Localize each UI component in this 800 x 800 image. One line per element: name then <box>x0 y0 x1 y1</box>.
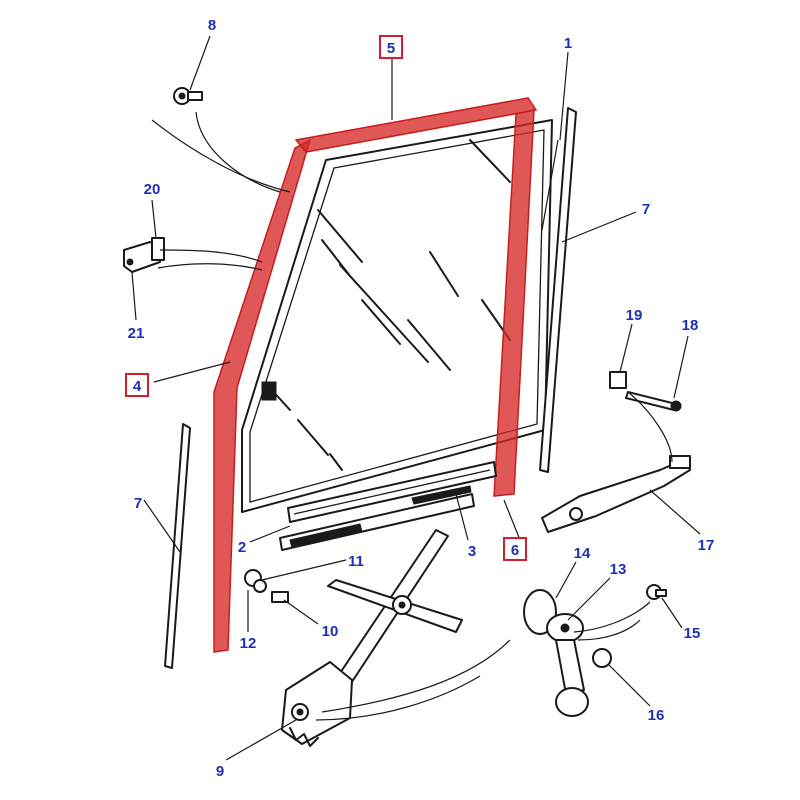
callout-10: 10 <box>322 623 339 640</box>
svg-text:10: 10 <box>322 623 339 640</box>
callout-18: 18 <box>682 317 699 334</box>
svg-text:15: 15 <box>684 625 701 642</box>
frame-seal-top <box>294 97 538 153</box>
rear-glass-channel <box>539 107 577 473</box>
svg-text:17: 17 <box>698 537 715 554</box>
callout-5-highlighted: 5 <box>379 35 403 59</box>
callout-16: 16 <box>648 707 665 724</box>
callout-6-highlighted: 6 <box>503 537 527 561</box>
winder-handle <box>523 584 667 717</box>
callout-9: 9 <box>216 763 224 780</box>
callout-15: 15 <box>684 625 701 642</box>
svg-text:2: 2 <box>238 539 246 556</box>
svg-text:9: 9 <box>216 763 224 780</box>
leader-lines <box>131 35 701 761</box>
svg-text:20: 20 <box>144 181 161 198</box>
window-regulator <box>281 529 463 747</box>
callout-14: 14 <box>574 545 591 562</box>
callout-2: 2 <box>238 539 246 556</box>
svg-text:14: 14 <box>574 545 591 562</box>
svg-text:5: 5 <box>387 40 395 57</box>
svg-text:13: 13 <box>610 561 627 578</box>
svg-text:16: 16 <box>648 707 665 724</box>
frame-seal-rear <box>493 109 535 497</box>
callout-labels: 1 2 3 4 5 6 7 7 8 9 <box>125 17 715 780</box>
callout-4-highlighted: 4 <box>125 373 149 397</box>
svg-text:3: 3 <box>468 543 476 560</box>
callout-20: 20 <box>144 181 161 198</box>
callout-12: 12 <box>240 635 257 652</box>
callout-8: 8 <box>208 17 216 34</box>
regulator-fixings <box>244 569 289 603</box>
callout-21: 21 <box>128 325 145 342</box>
fixing-screw <box>173 87 203 105</box>
callout-3: 3 <box>468 543 476 560</box>
svg-text:7: 7 <box>134 495 142 512</box>
callout-11: 11 <box>348 553 364 570</box>
callout-7-front: 7 <box>134 495 142 512</box>
door-pull-bracket <box>541 371 691 533</box>
callout-1: 1 <box>564 35 572 52</box>
callout-13: 13 <box>610 561 627 578</box>
callout-19: 19 <box>626 307 643 324</box>
svg-text:8: 8 <box>208 17 216 34</box>
door-glass <box>241 119 553 513</box>
front-glass-channel <box>164 423 191 669</box>
svg-text:6: 6 <box>511 542 519 559</box>
callout-17: 17 <box>698 537 715 554</box>
svg-text:11: 11 <box>348 553 364 570</box>
svg-text:18: 18 <box>682 317 699 334</box>
svg-text:21: 21 <box>128 325 145 342</box>
callout-7-rear: 7 <box>642 201 650 218</box>
svg-text:7: 7 <box>642 201 650 218</box>
svg-text:19: 19 <box>626 307 643 324</box>
lower-glass-channel <box>279 461 497 551</box>
retaining-clip <box>123 237 165 273</box>
svg-text:12: 12 <box>240 635 257 652</box>
svg-text:4: 4 <box>133 378 142 395</box>
svg-text:1: 1 <box>564 35 572 52</box>
